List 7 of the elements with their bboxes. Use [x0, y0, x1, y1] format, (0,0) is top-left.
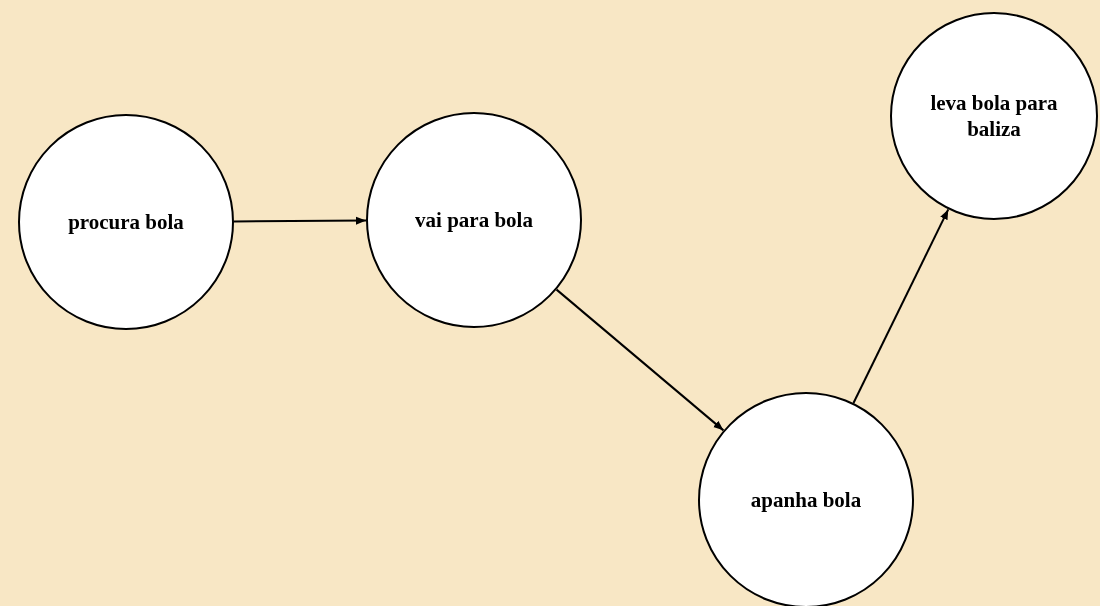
state-label: apanha bola: [750, 486, 862, 514]
state-label: procura bola: [68, 208, 184, 236]
arrow: [555, 288, 725, 432]
state-label: leva bola para baliza: [929, 89, 1059, 143]
arrow: [233, 216, 367, 225]
arrow: [852, 208, 950, 404]
state-label: vai para bola: [415, 206, 533, 234]
